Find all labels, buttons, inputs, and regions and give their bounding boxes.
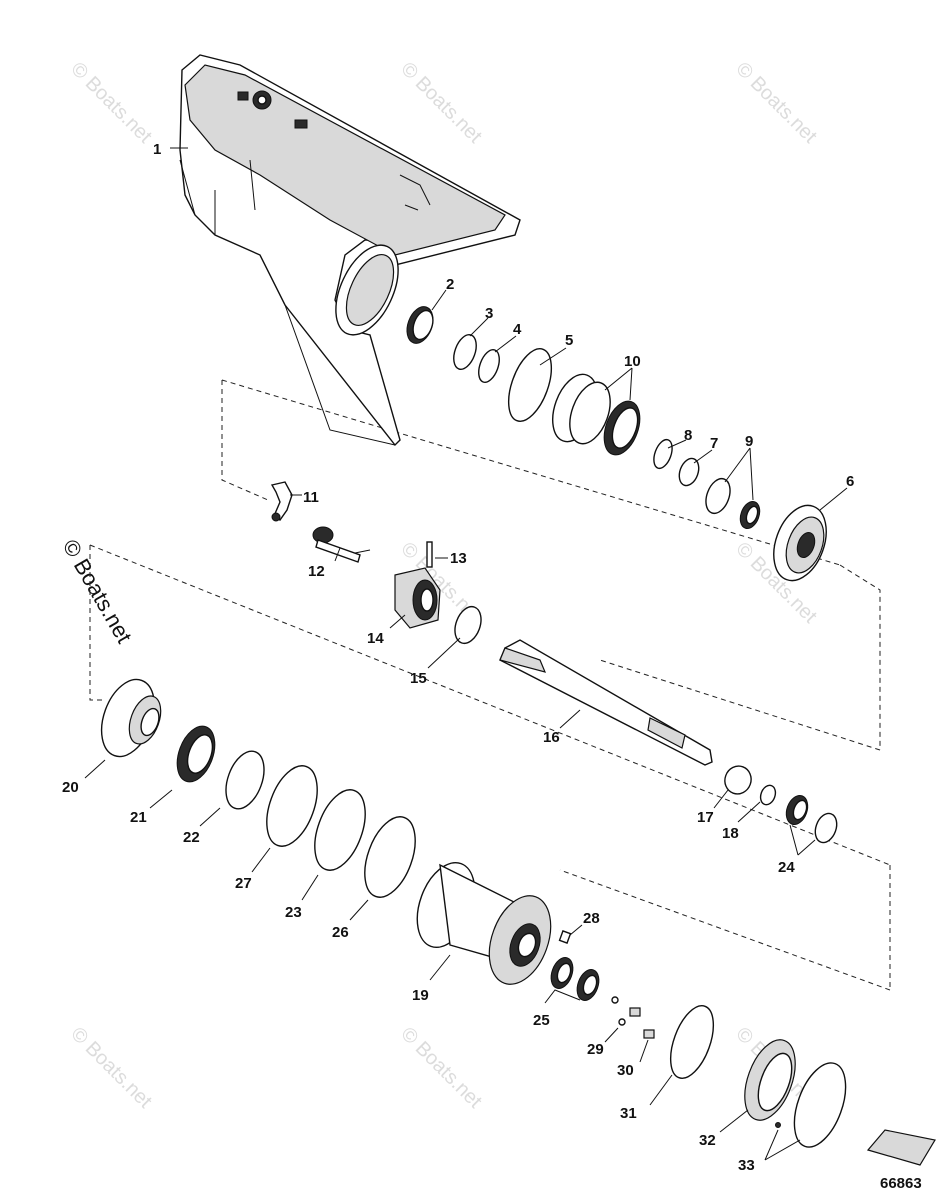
callout-20: 20 [62,779,79,796]
part-18-ring [759,784,777,806]
callout-13: 13 [450,550,467,567]
part-1-gearcase-housing [179,54,521,447]
callout-23: 23 [285,904,302,921]
watermark: © Boats.net [66,58,156,148]
part-33-ring [775,1062,847,1148]
callout-24: 24 [778,859,795,876]
part-20-reverse-gear [100,678,162,758]
anode-icon [866,1129,936,1166]
part-32-retainer [744,1039,796,1121]
callout-18: 18 [722,825,739,842]
callout-5: 5 [565,332,573,349]
part-22-ring [225,750,265,810]
part-23-o-ring [314,789,366,871]
callout-32: 32 [699,1132,716,1149]
part-17-bushing [724,765,752,795]
callout-16: 16 [543,729,560,746]
watermark-dark: © Boats.net [58,535,137,647]
callout-22: 22 [183,829,200,846]
callout-31: 31 [620,1105,637,1122]
part-14-clutch [394,567,441,629]
callout-3: 3 [485,305,493,322]
callout-29: 29 [587,1041,604,1058]
part-5-o-ring [507,348,553,422]
part-9-bearing [705,477,761,530]
callout-17: 17 [697,809,714,826]
callout-25: 25 [533,1012,550,1029]
callout-1: 1 [153,141,161,158]
part-4-snap-ring [478,349,500,383]
callout-15: 15 [410,670,427,687]
leader-lines [84,147,848,1161]
part-29-30-fasteners [611,996,655,1039]
part-6-forward-gear [773,504,827,582]
part-26-o-ring [364,816,416,898]
part-13-pin [426,541,433,568]
part-25-seals [550,957,600,1001]
callout-labels: 1 2 3 4 5 10 8 7 9 6 11 12 13 14 15 16 2… [62,141,922,1192]
part-21-bearing [176,725,216,783]
part-11-shift-crank [270,481,293,522]
part-8-snap-ring [653,438,673,470]
part-16-propeller-shaft [499,639,713,766]
part-31-tab-washer [669,1005,715,1079]
callout-33: 33 [738,1157,755,1174]
part-15-ring [454,605,482,645]
callout-4: 4 [513,321,522,338]
callout-21: 21 [130,809,147,826]
callout-10: 10 [624,353,641,370]
reference-number: 66863 [880,1175,922,1192]
callout-6: 6 [846,473,854,490]
part-12-shift-shaft [312,526,371,563]
part-28-pin [558,930,572,944]
callout-26: 26 [332,924,349,941]
part-10-bearing-cup [552,373,641,456]
callout-7: 7 [710,435,718,452]
callout-19: 19 [412,987,429,1004]
assembly-guide-lines [89,379,891,991]
part-7-washer [678,457,700,487]
callout-12: 12 [308,563,325,580]
callout-14: 14 [367,630,384,647]
callout-11: 11 [303,489,319,506]
part-27-o-ring [266,765,318,847]
watermark: © Boats.net [396,58,486,148]
watermark: © Boats.net [731,58,821,148]
part-2-bearing [406,306,434,344]
part-3-retaining-ring [453,334,477,370]
callout-8: 8 [684,427,692,444]
callout-2: 2 [446,276,454,293]
watermark: © Boats.net [396,1023,486,1113]
part-24-bearing [785,794,838,844]
callout-28: 28 [583,910,600,927]
part-19-bearing-carrier [416,862,552,985]
callout-9: 9 [745,433,753,450]
watermark: © Boats.net [66,1023,156,1113]
callout-27: 27 [235,875,252,892]
callout-30: 30 [617,1062,634,1079]
